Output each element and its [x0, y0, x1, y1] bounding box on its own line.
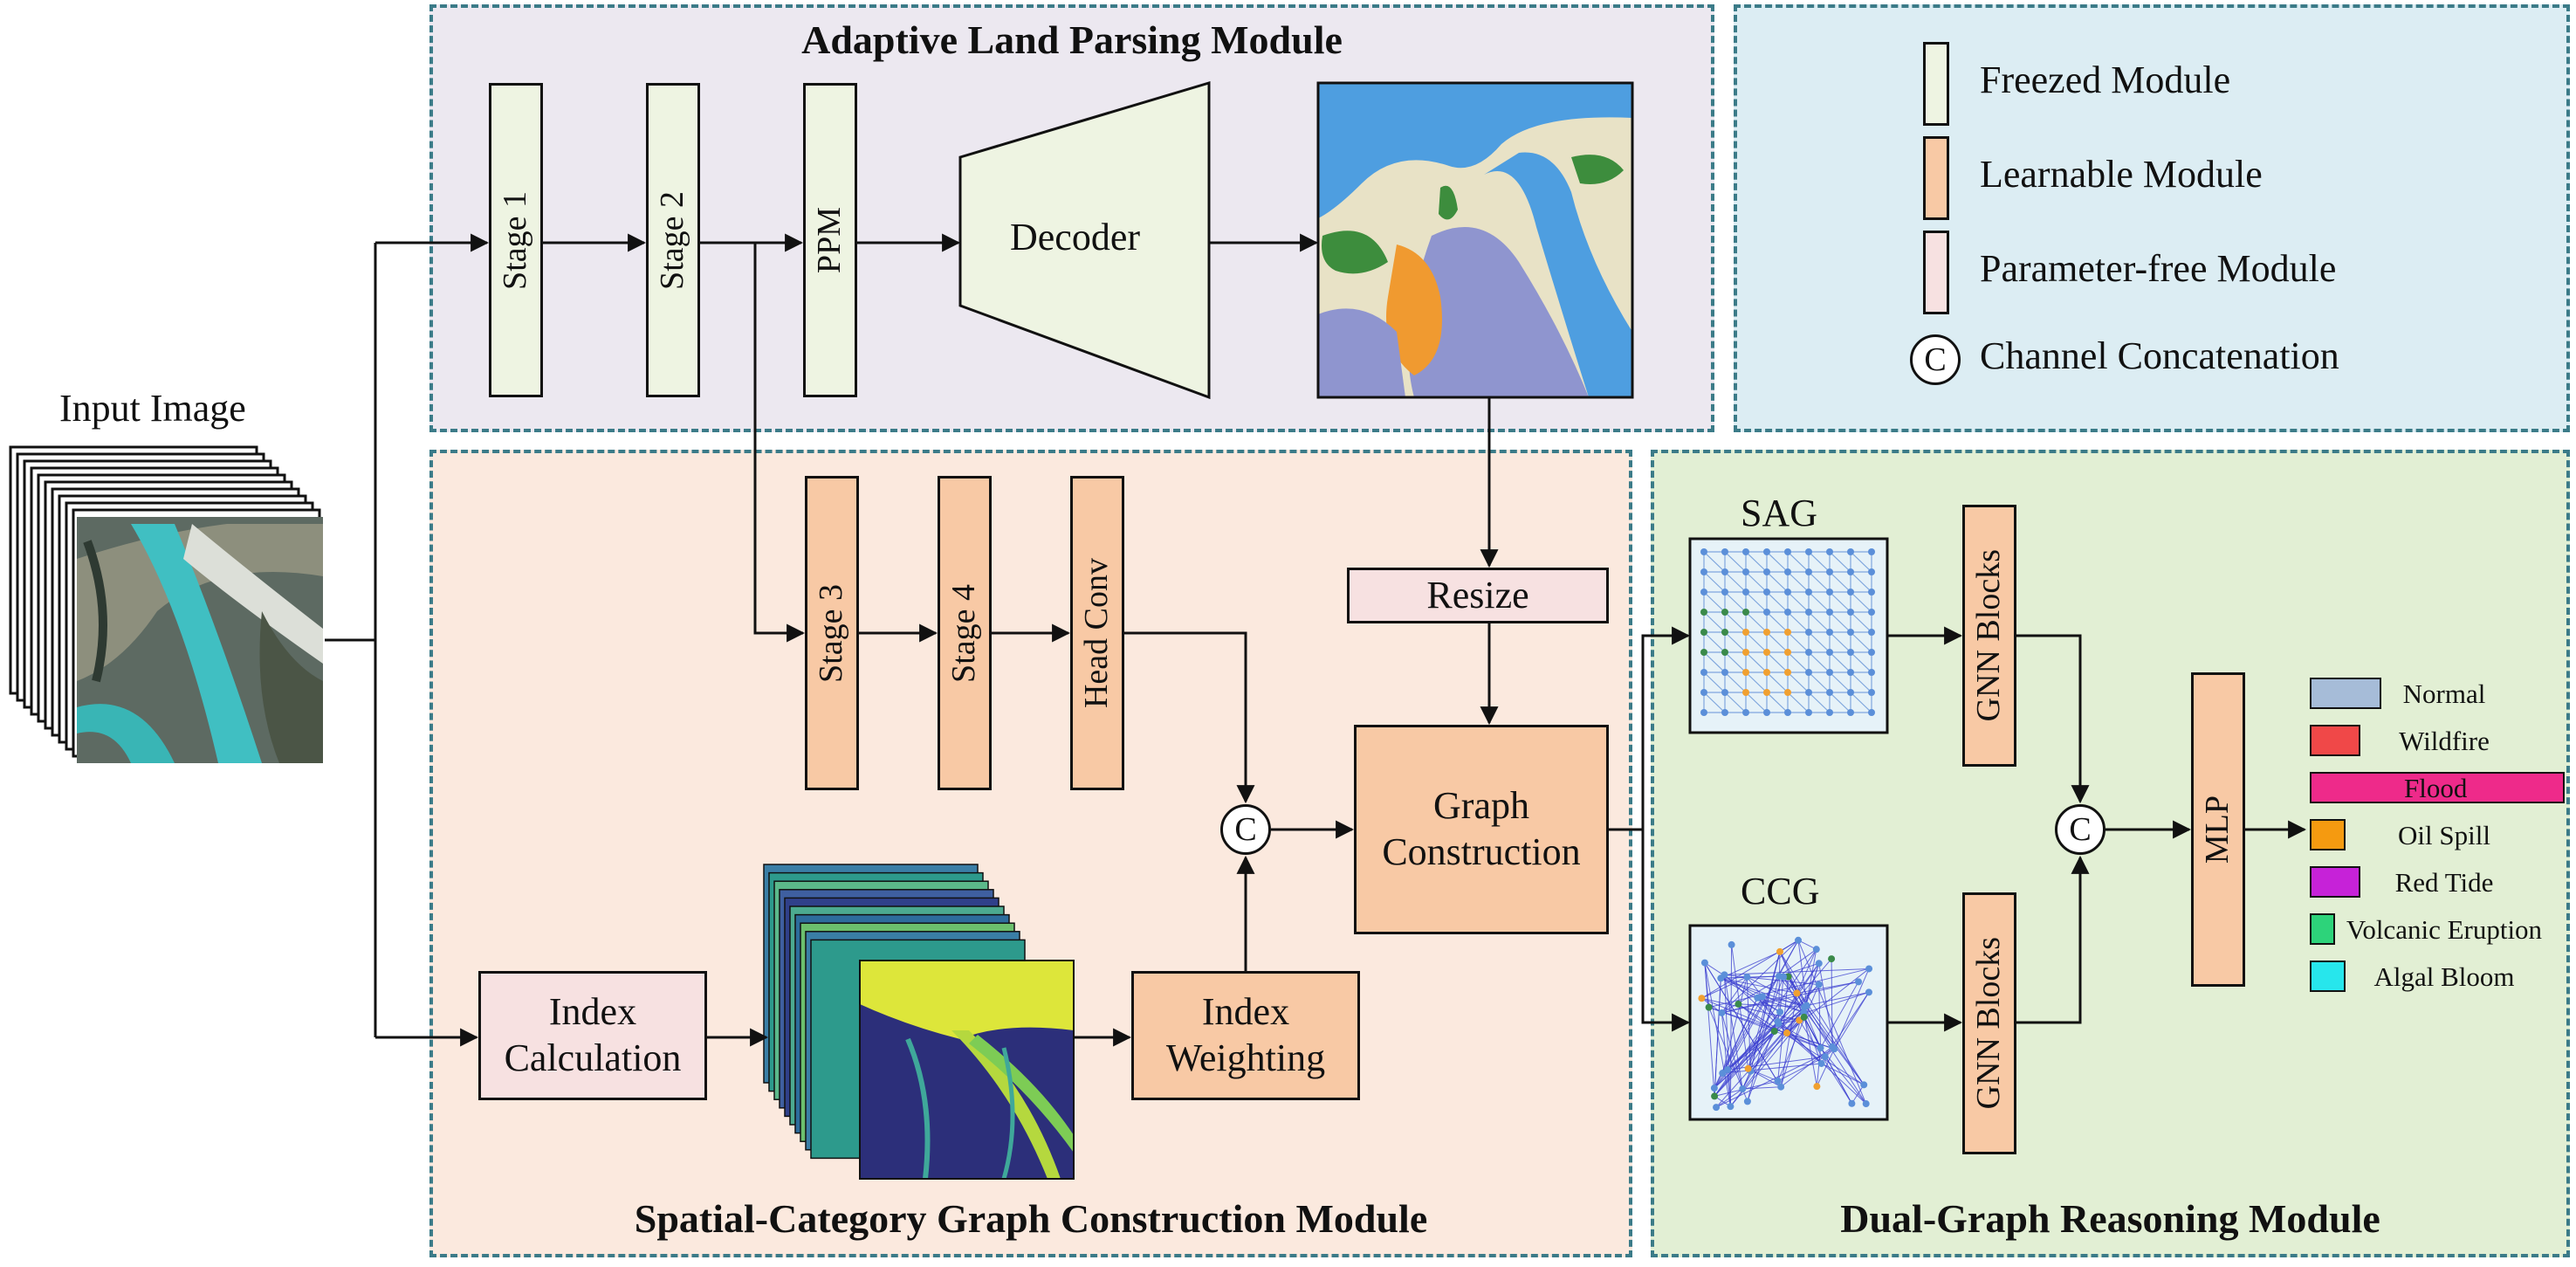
legend-concat-icon: C: [1910, 334, 1961, 385]
output-bar-flood: [2310, 772, 2565, 803]
ccg-graph: [1688, 924, 1889, 1121]
legend-param-free-label: Parameter-free Module: [1980, 247, 2337, 290]
dgr-module-title: Dual-Graph Reasoning Module: [1840, 1196, 2380, 1241]
index-map: [859, 960, 1075, 1180]
input-image-stack: [9, 445, 323, 763]
head-conv-block: Head Conv: [1070, 476, 1124, 790]
output-label-flood: Flood: [2404, 773, 2468, 803]
legend-frozen-swatch: [1923, 42, 1949, 126]
legend-concat-label: Channel Concatenation: [1980, 334, 2339, 377]
index-calculation-block: Index Calculation: [478, 971, 707, 1100]
stage-3-block: Stage 3: [805, 476, 859, 790]
legend-panel: [1734, 4, 2570, 432]
alp-module-title: Adaptive Land Parsing Module: [801, 17, 1343, 62]
output-label-normal: Normal: [2402, 678, 2486, 709]
index-weighting-block: Index Weighting: [1131, 971, 1360, 1100]
ppm-block: PPM: [803, 83, 857, 397]
stage-1-block: Stage 1: [489, 83, 543, 397]
legend-learnable-swatch: [1923, 136, 1949, 220]
output-bar-wildfire: [2310, 725, 2361, 756]
output-label-oil-spill: Oil Spill: [2398, 820, 2490, 850]
output-label-volcanic-eruption: Volcanic Eruption: [2346, 914, 2543, 945]
gnn-blocks-sag: GNN Blocks: [1962, 505, 2016, 767]
legend-frozen-label: Freezed Module: [1980, 59, 2231, 101]
gnn-blocks-ccg: GNN Blocks: [1962, 892, 2016, 1154]
input-image-label: Input Image: [59, 387, 246, 430]
ccg-label: CCG: [1741, 870, 1820, 912]
sag-graph: [1688, 537, 1889, 734]
mlp-block: MLP: [2191, 672, 2245, 987]
stage-4-block: Stage 4: [938, 476, 992, 790]
sag-label: SAG: [1741, 492, 1818, 534]
resize-block: Resize: [1347, 568, 1609, 623]
output-bar-volcanic-eruption: [2310, 913, 2336, 945]
legend-param-free-swatch: [1923, 231, 1949, 314]
scgc-module-title: Spatial-Category Graph Construction Modu…: [634, 1196, 1428, 1241]
concat-dgr: C: [2055, 804, 2105, 855]
legend-learnable-label: Learnable Module: [1980, 153, 2263, 196]
output-bar-algal-bloom: [2310, 961, 2346, 992]
decoder-label: Decoder: [1010, 216, 1141, 258]
output-label-wildfire: Wildfire: [2399, 726, 2490, 756]
output-label-algal-bloom: Algal Bloom: [2373, 961, 2515, 992]
output-bar-red-tide: [2310, 866, 2361, 898]
stage-2-block: Stage 2: [646, 83, 700, 397]
dual-graph-reasoning-module: Dual-Graph Reasoning Module: [1651, 450, 2570, 1257]
concat-scgc: C: [1220, 804, 1271, 855]
output-bar-normal: [2310, 678, 2381, 709]
output-label-red-tide: Red Tide: [2394, 867, 2494, 898]
output-bar-oil-spill: [2310, 819, 2346, 850]
satellite-image: [77, 517, 323, 763]
graph-construction-block: Graph Construction: [1354, 725, 1609, 934]
